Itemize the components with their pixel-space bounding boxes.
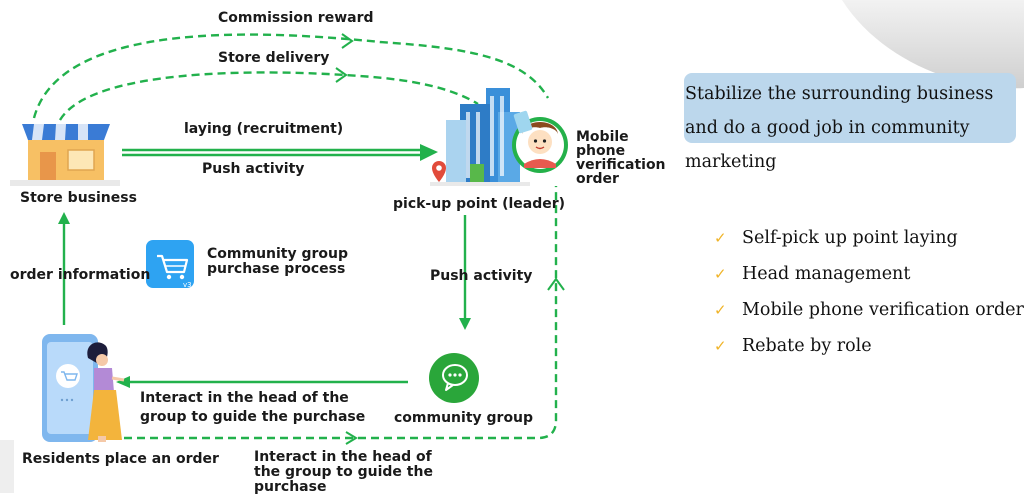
pickup-point-label: pick-up point (leader) xyxy=(393,196,566,212)
process-title-label: Community group purchase process xyxy=(207,246,349,277)
push-activity-mid-label: Push activity xyxy=(430,268,533,284)
push-activity-top-label: Push activity xyxy=(202,161,305,177)
check-icon: ✓ xyxy=(714,301,727,319)
order-info-arrowhead xyxy=(58,212,70,224)
commission-arrowhead xyxy=(341,33,354,49)
cart-app-icon: v3 xyxy=(146,240,194,289)
residents-order-label: Residents place an order xyxy=(22,451,219,467)
feature-item: ✓ Head management xyxy=(714,256,1024,292)
residents-loop-arrow xyxy=(98,186,558,440)
store-icon xyxy=(10,124,120,186)
store-business-label: Store business xyxy=(20,190,137,206)
check-icon: ✓ xyxy=(714,337,727,355)
feature-list: ✓ Self-pick up point laying ✓ Head managem… xyxy=(714,220,1024,364)
laying-recruitment-label: laying (recruitment) xyxy=(184,121,344,137)
check-icon: ✓ xyxy=(714,265,727,283)
feature-item: ✓ Rebate by role xyxy=(714,328,1024,364)
feature-item: ✓ Mobile phone verification order xyxy=(714,292,1024,328)
feature-item: ✓ Self-pick up point laying xyxy=(714,220,1024,256)
push-down-arrowhead xyxy=(459,318,471,330)
resident-phone-illustration xyxy=(42,334,125,442)
laying-arrowhead xyxy=(420,144,438,161)
feature-label: Head management xyxy=(742,264,911,284)
feature-label: Mobile phone verification order xyxy=(742,300,1024,320)
commission-reward-arrow xyxy=(32,33,550,119)
corner-mark xyxy=(0,440,14,493)
store-delivery-label: Store delivery xyxy=(218,50,330,66)
store-delivery-arrowhead xyxy=(335,67,348,83)
interact-arrowhead xyxy=(116,376,130,388)
check-icon: ✓ xyxy=(714,229,727,247)
panel-title: Stabilize the surrounding business and d… xyxy=(684,73,1016,172)
verification-avatar-icon xyxy=(512,110,568,173)
up-loop-arrowhead xyxy=(547,277,565,291)
corner-decoration xyxy=(842,0,1024,89)
interact-guide-mid-label: Interact in the head of the group to gui… xyxy=(140,390,366,425)
feature-label: Self-pick up point laying xyxy=(742,228,958,248)
feature-label: Rebate by role xyxy=(742,336,872,356)
commission-reward-label: Commission reward xyxy=(218,10,374,26)
community-group-label: community group xyxy=(394,410,534,426)
buildings-icon xyxy=(430,88,530,186)
mobile-verification-label: Mobile phone verification order xyxy=(576,129,666,187)
order-information-label: order information xyxy=(10,267,151,283)
interact-guide-bottom-label: Interact in the head of the group to gui… xyxy=(254,449,433,495)
app-badge-text: v3 xyxy=(183,281,192,289)
chat-bubble-icon xyxy=(429,353,479,403)
store-delivery-arrow xyxy=(58,71,479,121)
bottom-loop-arrowhead xyxy=(345,431,358,445)
